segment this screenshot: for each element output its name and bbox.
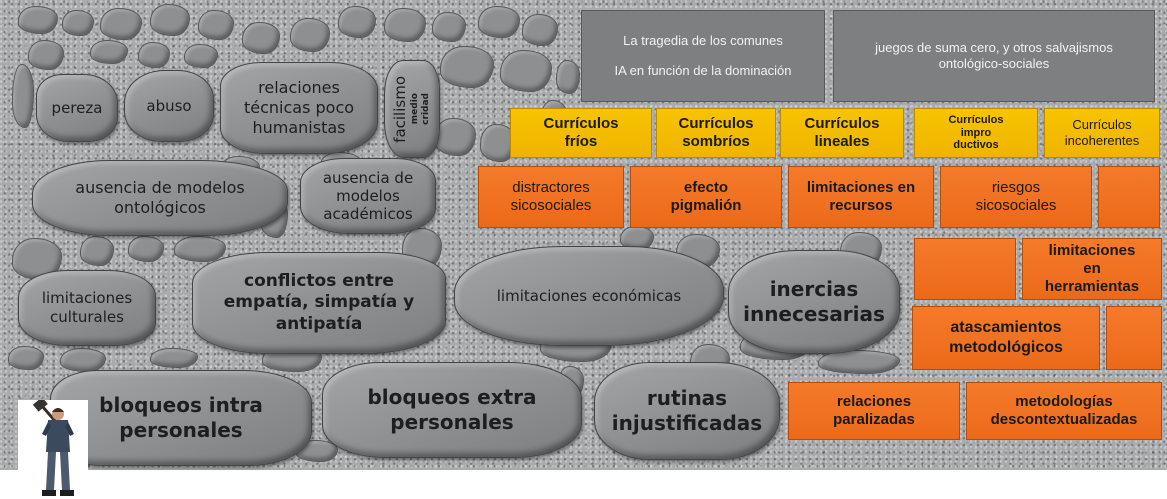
pebble <box>818 350 900 374</box>
pebble <box>556 60 580 94</box>
stone-bloqueos-intra: bloqueos intra personales <box>50 370 312 466</box>
label-efecto-pigmalion: efecto pigmalión <box>670 178 742 214</box>
stone-abuso: abuso <box>124 70 214 142</box>
label-improductivos-2: impro <box>960 126 992 139</box>
box-juegos-suma-cero: juegos de suma cero, y otros salvajismos… <box>833 10 1155 102</box>
label-relaciones-paralizadas: relaciones paralizadas <box>833 392 915 428</box>
label-curriculos-frios: Currículos fríos <box>543 114 619 150</box>
pebble <box>150 4 190 36</box>
label-curriculos-sombrios: Currículos sombríos <box>678 114 754 150</box>
stone-pereza: pereza <box>36 74 118 142</box>
label-herramientas-2: en <box>1083 259 1101 277</box>
pebble <box>18 6 58 34</box>
pebble <box>28 40 64 70</box>
label-ausencia-ontologicos: ausencia de modelos ontológicos <box>75 178 245 217</box>
stone-inercias: inercias innecesarias <box>728 250 900 354</box>
pebble <box>150 348 198 368</box>
label-curriculos-lineales: Currículos lineales <box>804 114 880 150</box>
man-with-sledgehammer-icon <box>18 400 88 499</box>
label-facilismo: facilismo <box>391 75 410 143</box>
label-abuso: abuso <box>146 96 192 115</box>
pebble <box>138 42 170 68</box>
stone-facilismo-mediocridad: facilismo medio cridad <box>384 60 440 158</box>
label-conflictos: conflictos entre empatía, simpatía y ant… <box>223 271 415 334</box>
box-curriculos-incoherentes: Currículos incoherentes <box>1044 108 1160 158</box>
pebble <box>100 8 142 40</box>
stone-ausencia-academicos: ausencia de modelos académicos <box>300 158 436 234</box>
label-juegos: juegos de suma cero, y otros salvajismos… <box>875 40 1113 71</box>
box-relaciones-paralizadas: relaciones paralizadas <box>788 382 960 440</box>
stone-limitaciones-economicas: limitaciones económicas <box>454 246 724 346</box>
label-bloqueos-intra: bloqueos intra personales <box>99 393 263 442</box>
pebble <box>432 12 466 42</box>
pebble <box>384 8 426 42</box>
box-curriculos-sombrios: Currículos sombríos <box>656 108 776 158</box>
stone-bloqueos-extra: bloqueos extra personales <box>322 362 582 458</box>
label-limitaciones-economicas: limitaciones económicas <box>496 286 682 305</box>
pebble <box>90 40 128 64</box>
box-curriculos-improductivos: Currículos impro ductivos <box>914 108 1038 158</box>
label-rutinas: rutinas injustificadas <box>611 386 763 435</box>
label-inercias: inercias innecesarias <box>743 277 885 326</box>
pebble <box>60 348 106 372</box>
pebble <box>522 14 558 46</box>
pebble <box>290 18 330 52</box>
pebble <box>174 236 226 262</box>
stone-conflictos: conflictos entre empatía, simpatía y ant… <box>192 252 446 354</box>
label-metodologias: metodologías descontextualizadas <box>990 392 1138 428</box>
label-bloqueos-extra: bloqueos extra personales <box>367 385 537 434</box>
label-herramientas-3: herramientas <box>1044 278 1140 296</box>
label-pereza: pereza <box>51 98 103 117</box>
box-curriculos-lineales: Currículos lineales <box>780 108 904 158</box>
box-blank-3 <box>1106 306 1162 370</box>
box-tragedia-ia: La tragedia de los comunes IA en función… <box>581 10 825 102</box>
label-distractores: distractores sicosociales <box>510 178 592 214</box>
label-limitaciones-recursos: limitaciones en recursos <box>806 178 916 214</box>
box-efecto-pigmalion: efecto pigmalión <box>630 166 782 228</box>
pebble <box>338 6 376 38</box>
label-relaciones-tecnicas: relaciones técnicas poco humanistas <box>243 78 355 137</box>
pebble <box>8 346 44 370</box>
box-blank-2 <box>914 238 1016 300</box>
label-limitaciones-culturales: limitaciones culturales <box>41 289 133 326</box>
pebble <box>242 22 280 54</box>
pebble <box>478 6 520 38</box>
box-limitaciones-herramientas: limitaciones en herramientas <box>1022 238 1162 300</box>
pebble <box>62 10 94 36</box>
pebble <box>80 236 114 266</box>
stone-relaciones-tecnicas: relaciones técnicas poco humanistas <box>220 62 378 154</box>
box-distractores: distractores sicosociales <box>478 166 624 228</box>
box-blank-1 <box>1098 166 1160 228</box>
stone-rutinas: rutinas injustificadas <box>594 362 780 460</box>
stone-ausencia-ontologicos: ausencia de modelos ontológicos <box>32 160 288 236</box>
label-ausencia-academicos: ausencia de modelos académicos <box>322 169 414 223</box>
pebble <box>12 64 34 128</box>
label-curriculos-incoherentes: Currículos incoherentes <box>1064 117 1140 148</box>
pebble <box>500 50 552 92</box>
label-herramientas-1: limitaciones <box>1048 241 1136 259</box>
label-improductivos-1: Currículos <box>948 114 1004 127</box>
box-limitaciones-recursos: limitaciones en recursos <box>788 166 934 228</box>
label-cridad: cridad <box>421 93 432 125</box>
label-ia: IA en función de la dominación <box>614 63 792 78</box>
box-metodologias: metodologías descontextualizadas <box>966 382 1162 440</box>
pebble <box>434 118 476 156</box>
label-medio: medio <box>410 93 421 125</box>
label-riesgos: riesgos sicosociales <box>975 178 1057 214</box>
pebble <box>198 10 234 40</box>
label-tragedia: La tragedia de los comunes <box>623 33 783 49</box>
label-improductivos-3: ductivos <box>953 139 999 152</box>
stone-limitaciones-culturales: limitaciones culturales <box>18 270 156 346</box>
box-curriculos-frios: Currículos fríos <box>510 108 652 158</box>
label-atascamientos: atascamientos metodológicos <box>949 319 1063 356</box>
pebble <box>184 44 218 68</box>
pebble <box>128 236 164 262</box>
box-riesgos: riesgos sicosociales <box>940 166 1092 228</box>
pebble <box>440 46 494 88</box>
box-atascamientos: atascamientos metodológicos <box>912 306 1100 370</box>
